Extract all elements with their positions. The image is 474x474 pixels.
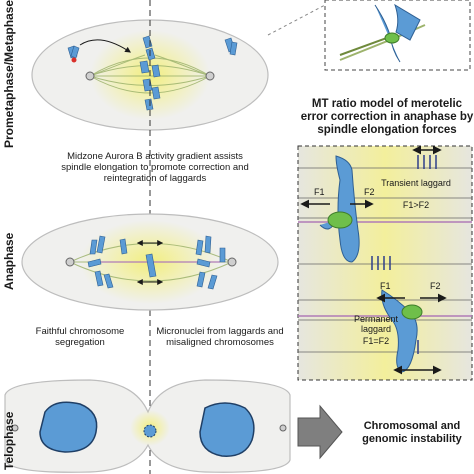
stage-label-anaphase: Anaphase: [2, 232, 16, 290]
congression-arrow: [79, 39, 131, 53]
centrosome-left: [85, 71, 95, 81]
metaphase-chromosomes: [67, 35, 238, 111]
kinetochore-inset: [267, 0, 471, 71]
anaphase-pole-right: [227, 257, 237, 267]
caption-micronuclei: Micronuclei from laggards and misaligned…: [156, 326, 284, 348]
model-title: MT ratio model of merotelic error correc…: [300, 98, 474, 137]
caption-instability: Chromosomal and genomic instability: [362, 420, 462, 445]
force-f1-top: F1: [314, 187, 325, 197]
model-microtubules: [298, 167, 472, 353]
centrosome-right: [205, 71, 215, 81]
nucleus-left: [39, 401, 98, 453]
permanent-relation: F1=F2: [362, 336, 390, 346]
anaphase-pole-left: [65, 257, 75, 267]
telophase-cell: [4, 379, 291, 473]
caption-faithful: Faithful chromosome segregation: [35, 326, 125, 348]
kinetochore-transient: [327, 211, 353, 229]
force-arrows: [300, 145, 447, 375]
transient-laggard-label: Transient laggard: [381, 178, 451, 188]
segregating-chromosomes: [87, 235, 226, 290]
model-midzone-stripes: [298, 221, 472, 317]
anaphase-cell: [21, 213, 279, 311]
micronucleus: [143, 424, 157, 438]
permanent-laggard-label: Permanent laggard: [353, 314, 399, 335]
stage-label-telophase: Telophase: [2, 411, 16, 470]
mt-ratio-model-panel: [297, 145, 473, 381]
force-f1-bottom: F1: [380, 281, 391, 291]
transient-relation: F1>F2: [402, 200, 430, 210]
force-f2-bottom: F2: [430, 281, 441, 291]
stage-label-prometaphase: Prometaphase/Metaphase: [2, 0, 16, 148]
kinetochore-permanent: [401, 304, 423, 320]
unattached-kinetochore: [71, 57, 77, 63]
force-f2-top: F2: [364, 187, 375, 197]
nucleus-right: [199, 402, 255, 457]
transient-laggard-chromatid: [335, 155, 360, 263]
outcome-arrow: [297, 404, 343, 460]
caption-midzone: Midzone Aurora B activity gradient assis…: [61, 151, 249, 184]
midzone-arrows: [136, 240, 164, 285]
